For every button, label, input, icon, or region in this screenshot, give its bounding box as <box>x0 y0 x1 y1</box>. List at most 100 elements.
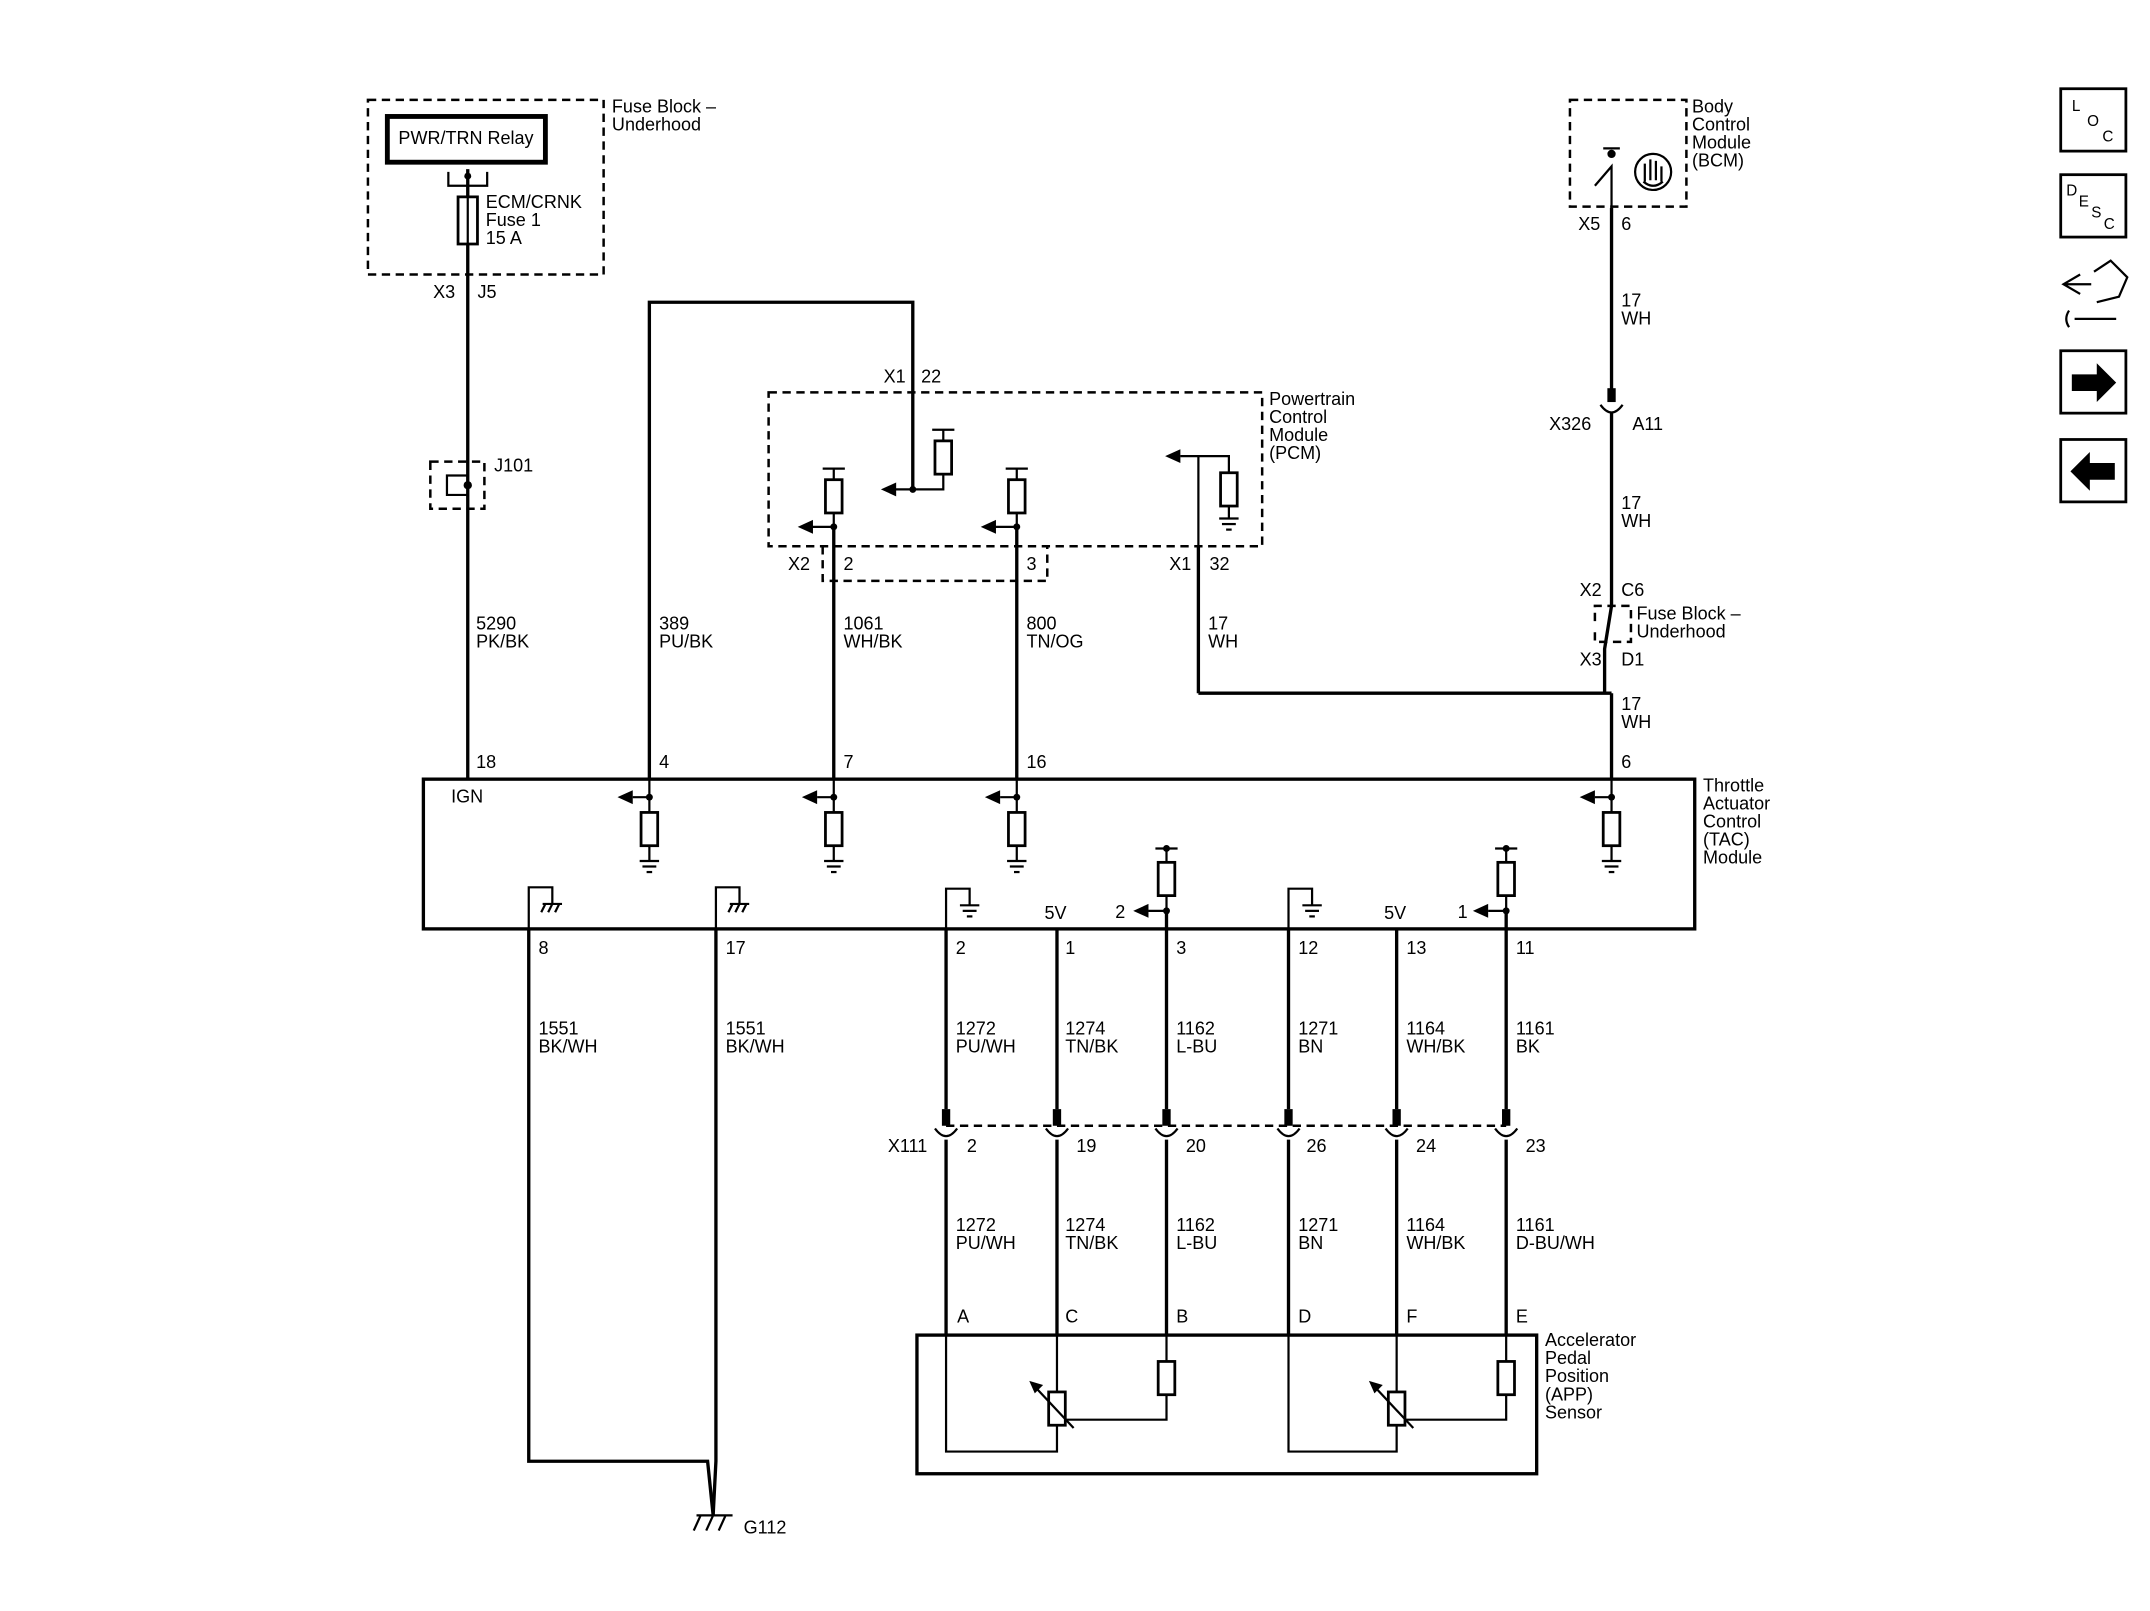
bcm-wire-1-color: WH <box>1621 308 1651 328</box>
arrow-left-icon <box>2070 451 2115 491</box>
tac-pin-8: 8 <box>538 938 548 958</box>
bcm-boundary <box>1568 98 1688 208</box>
wire-label-17-circuit: 17 <box>1208 613 1228 633</box>
tac-pin-1: 1 <box>1065 938 1075 958</box>
x111-pin-20: 20 <box>1186 1136 1206 1156</box>
desc-letter-d: D <box>2066 182 2077 199</box>
x111-pin-24: 24 <box>1416 1136 1436 1156</box>
fuse-block-boundary <box>366 98 605 276</box>
tac-pin-4: 4 <box>659 752 669 772</box>
x111-pin-2: 2 <box>967 1136 977 1156</box>
tac-boundary <box>421 777 1697 931</box>
app-sensor: Accelerator Pedal Position (APP) Sensor … <box>915 1307 1636 1476</box>
tac-pin-13: 13 <box>1406 938 1426 958</box>
pcm-x1-top: X1 <box>884 367 906 387</box>
tx-1161-color: BK <box>1516 1036 1540 1056</box>
wire-label-17-color: WH <box>1208 631 1238 651</box>
wire-1551-b <box>711 928 718 1516</box>
xa-1164-circuit: 1164 <box>1406 1215 1445 1235</box>
tx-1274-circuit: 1274 <box>1065 1018 1105 1038</box>
fuse-block-underhood-top: PWR/TRN Relay Fuse Block – Underhood ECM… <box>366 96 717 302</box>
bcm-label-3: Module <box>1692 132 1751 152</box>
tac-sig-1-label: 1 <box>1458 902 1468 922</box>
desc-button[interactable]: D E S C <box>2059 173 2128 239</box>
upper-wire-labels: 5290 PK/BK 389 PU/BK 1061 WH/BK 800 TN/O… <box>476 613 1238 651</box>
fuse-right-d1: D1 <box>1621 649 1644 669</box>
tac-chassis-ground-17 <box>714 886 750 929</box>
wire-label-5290-color: PK/BK <box>476 631 529 651</box>
fuse-right-x3: X3 <box>1580 649 1602 669</box>
app-label-1: Accelerator <box>1545 1330 1636 1350</box>
tac-input-4 <box>617 779 660 874</box>
app-sensor-1-circuit <box>944 1335 1177 1453</box>
fuse-connector-label: X3 <box>433 282 455 302</box>
relay-box <box>384 114 548 165</box>
splice-node <box>463 481 472 490</box>
bcm-connector-label: X5 <box>1578 214 1600 234</box>
tac-label-5: Module <box>1703 848 1762 868</box>
next-page-button[interactable] <box>2059 349 2128 415</box>
loc-button[interactable]: L O C <box>2059 87 2128 153</box>
bcm-wire-1-circuit: 17 <box>1621 290 1641 310</box>
loc-letter-c: C <box>2102 128 2113 145</box>
bcm-label-2: Control <box>1692 114 1750 134</box>
fuse-right-title-2: Underhood <box>1636 622 1725 642</box>
x111-pin-26: 26 <box>1307 1136 1327 1156</box>
pcm-label-3: Module <box>1269 425 1328 445</box>
app-potentiometer-1 <box>1047 1390 1067 1427</box>
tx-1271-color: BN <box>1298 1036 1323 1056</box>
tx-1274-color: TN/BK <box>1065 1036 1118 1056</box>
arrow-right-icon <box>2071 363 2117 403</box>
pcm-label-4: (PCM) <box>1269 443 1321 463</box>
fuse-right-c6: C6 <box>1621 580 1644 600</box>
wire-1551-a <box>527 928 715 1516</box>
bcm-wire-3-color: WH <box>1621 712 1651 732</box>
splice-label: J101 <box>494 455 533 475</box>
x111-app-wire-labels: 1272 PU/WH 1274 TN/BK 1162 L-BU 1271 BN … <box>956 1215 1595 1253</box>
bcm-wire-2-color: WH <box>1621 511 1651 531</box>
fuse-label-2: Fuse 1 <box>486 210 541 230</box>
bcm-label-4: (BCM) <box>1692 150 1744 170</box>
desc-letter-s: S <box>2091 205 2101 222</box>
app-boundary <box>915 1333 1539 1476</box>
pcm-x1-bottom: X1 <box>1169 554 1191 574</box>
hand-icon <box>1633 152 1673 192</box>
tac-label-3: Control <box>1703 812 1761 832</box>
fuse-label-3: 15 A <box>486 228 522 248</box>
fuse-right-title-1: Fuse Block – <box>1636 604 1741 624</box>
fuse-node <box>464 172 472 180</box>
wire-label-1061-color: WH/BK <box>843 631 902 651</box>
ground-wire-1-circuit: 1551 <box>538 1018 578 1038</box>
tac-pin-3: 3 <box>1176 938 1186 958</box>
tac-sig-2-label: 2 <box>1115 902 1125 922</box>
tac-pin-11: 11 <box>1516 938 1535 958</box>
tac-input-16 <box>984 779 1027 874</box>
wire-label-800-color: TN/OG <box>1026 631 1083 651</box>
tac-signal-2: 2 <box>1115 845 1178 922</box>
tac-input-6 <box>1579 779 1622 874</box>
app-resistor-2 <box>1496 1360 1516 1397</box>
app-pin-f: F <box>1406 1307 1417 1327</box>
app-sensor-2-circuit <box>1287 1335 1516 1453</box>
xa-1162-circuit: 1162 <box>1176 1215 1215 1235</box>
relay-label: PWR/TRN Relay <box>398 128 533 148</box>
loc-letter-l: L <box>2072 98 2080 115</box>
loc-letter-o: O <box>2087 113 2099 130</box>
xa-1164-color: WH/BK <box>1406 1233 1465 1253</box>
tac-ign-label: IGN <box>451 787 483 807</box>
connector-tools-icon[interactable] <box>2061 259 2129 328</box>
x111-pin-23: 23 <box>1526 1136 1546 1156</box>
previous-page-button[interactable] <box>2059 438 2128 504</box>
app-pin-d: D <box>1298 1307 1311 1327</box>
ground-wire-2-color: BK/WH <box>726 1036 785 1056</box>
tac-module: Throttle Actuator Control (TAC) Module I… <box>421 752 1770 958</box>
tx-1162-circuit: 1162 <box>1176 1018 1215 1038</box>
desc-letter-c: C <box>2104 216 2115 233</box>
tac-input-7 <box>801 779 844 874</box>
wire-label-389-color: PU/BK <box>659 631 713 651</box>
tac-x111-wire-labels: 1272 PU/WH 1274 TN/BK 1162 L-BU 1271 BN … <box>956 1018 1555 1056</box>
x111-pin-19: 19 <box>1076 1136 1096 1156</box>
app-label-4: (APP) <box>1545 1384 1593 1404</box>
app-resistor-1 <box>1156 1360 1177 1397</box>
